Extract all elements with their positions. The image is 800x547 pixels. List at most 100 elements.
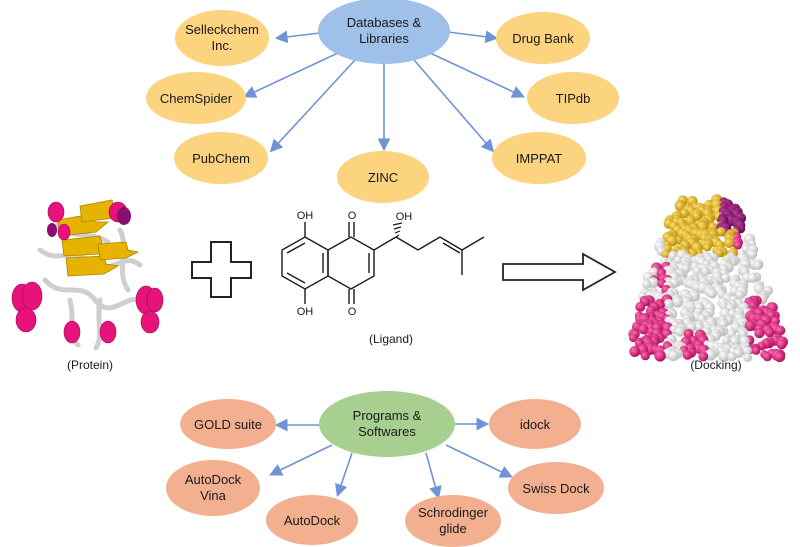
arrow-to-autodock-vina [269,444,333,476]
db-item-zinc-label: ZINC [368,170,398,185]
atom-sphere [735,290,745,300]
program-item-swiss-dock[interactable]: Swiss Dock [508,462,604,514]
svg-text:Programs &Softwares: Programs &Softwares [353,408,422,439]
atom-sphere [706,288,717,299]
databases-hub-line2: Libraries [359,31,409,46]
atom-sphere [765,328,775,338]
db-item-zinc[interactable]: ZINC [337,151,429,203]
plus-icon [191,241,252,298]
arrow-to-schrodinger [425,452,442,500]
arrow-to-pubchem [269,59,356,153]
atom-sphere [698,351,709,362]
programs-hub[interactable]: Programs &Softwares [319,391,455,457]
atom-sphere [747,272,758,283]
program-item-swiss-dock-label: Swiss Dock [522,481,590,496]
atom-sphere [775,325,786,336]
atom-sphere [744,320,756,332]
arrow-to-tipdb [427,51,525,98]
docking-sphere-image [628,194,788,363]
ligand-label-oh-bottom: OH [297,306,314,318]
ligand-caption: (Ligand) [369,332,413,346]
result-arrow-icon [502,252,617,292]
ligand-atom-labels: OH O O OH OH [297,210,413,318]
db-item-pubchem[interactable]: PubChem [174,132,268,184]
databases-hub-line1: Databases & [347,15,422,30]
protein-ribbon-image [11,199,164,351]
atom-sphere [743,353,752,362]
program-item-autodock[interactable]: AutoDock [266,495,358,545]
atom-sphere [716,227,726,237]
atom-sphere [663,298,674,310]
atom-sphere [733,240,743,250]
ligand-label-o-top: O [348,210,357,222]
atom-sphere [642,279,652,289]
ligand-label-oh-side: OH [396,211,413,223]
atom-sphere [751,346,761,355]
db-item-imppat[interactable]: IMPPAT [492,132,586,184]
db-item-tipdb-label: TIPdb [556,91,591,106]
atom-sphere [638,324,649,335]
atom-sphere [754,328,765,339]
program-item-autodock-vina-line2: Vina [200,488,227,503]
atom-sphere [674,326,686,337]
protein-caption: (Protein) [67,358,113,372]
atom-sphere [694,322,704,332]
atom-sphere [774,351,785,363]
atom-sphere [703,243,712,252]
arrow-to-swissdock [445,444,513,478]
db-item-pubchem-label: PubChem [192,151,250,166]
atom-sphere [674,200,686,212]
atom-sphere [727,351,737,362]
atom-sphere [640,351,650,361]
db-item-selleckchem-line2: Inc. [212,38,233,53]
atom-sphere [635,301,646,312]
ligand-label-oh-top: OH [297,210,314,222]
atom-sphere [671,296,684,308]
atom-sphere [724,237,735,248]
program-item-idock[interactable]: idock [489,399,581,449]
atom-sphere [661,249,671,259]
atom-sphere [667,349,680,362]
program-item-gold-suite[interactable]: GOLD suite [180,399,276,449]
db-item-chemspider-label: ChemSpider [160,91,233,106]
db-item-drugbank[interactable]: Drug Bank [496,12,590,64]
db-item-selleckchem-line1: Selleckchem [185,22,259,37]
atom-sphere [682,350,693,360]
program-item-idock-label: idock [520,417,551,432]
atom-sphere [629,333,638,343]
atom-sphere [747,249,758,260]
arrow-to-drugbank [447,30,499,44]
arrow-to-autodock [335,452,353,498]
ligand-structure [281,222,485,304]
databases-hub[interactable]: Databases &Libraries [318,0,450,64]
db-item-chemspider[interactable]: ChemSpider [146,72,246,124]
program-item-autodock-label: AutoDock [284,513,341,528]
atom-sphere [776,339,787,350]
db-item-drugbank-label: Drug Bank [512,31,574,46]
programs-hub-line1: Programs & [353,408,422,423]
atom-sphere [721,273,731,283]
atom-sphere [742,346,752,356]
program-item-schrodinger-line2: glide [439,521,466,536]
program-item-schrodinger-line1: Schrodinger [418,505,489,520]
program-item-autodock-vina-line1: AutoDock [185,472,242,487]
atom-sphere [730,336,740,346]
atom-sphere [654,350,666,362]
atom-sphere [629,346,641,357]
db-item-tipdb[interactable]: TIPdb [527,72,619,124]
atom-sphere [771,316,780,326]
docking-caption: (Docking) [690,358,741,372]
program-arrows [269,417,513,500]
atom-sphere [722,336,731,345]
svg-text:Databases &Libraries: Databases &Libraries [347,15,422,46]
atom-sphere [762,352,772,362]
